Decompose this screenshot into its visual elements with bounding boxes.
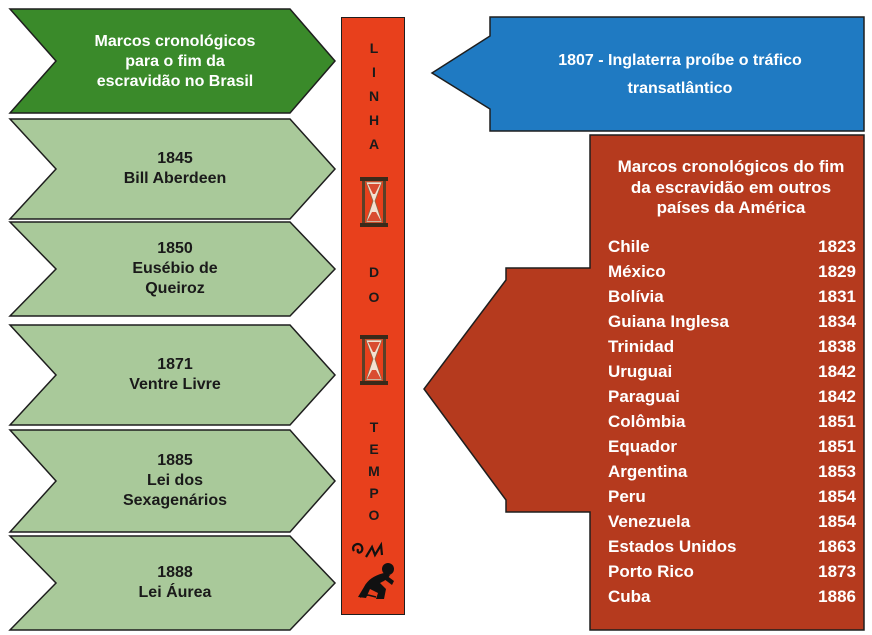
chevron-label: Queiroz [145, 280, 205, 297]
country-name: Cuba [608, 587, 651, 606]
country-row: Venezuela 1854 [608, 512, 856, 537]
chevron-shape-1845 [8, 118, 337, 220]
country-name: Peru [608, 487, 646, 506]
country-name: Uruguai [608, 362, 673, 381]
chevron-item-1888: 1888 Lei Áurea [60, 536, 290, 630]
country-name: Equador [608, 437, 677, 456]
country-year: 1863 [818, 537, 856, 556]
country-name: Argentina [608, 462, 688, 481]
country-name: Colômbia [608, 412, 686, 431]
country-year: 1886 [818, 587, 856, 606]
timeline-letter: T [369, 419, 379, 435]
chevron-label: Eusébio de [132, 260, 218, 277]
timeline-letter: I [372, 64, 376, 80]
country-name: Estados Unidos [608, 537, 737, 556]
chevron-item-1850: 1850 Eusébio de Queiroz [60, 222, 290, 316]
blue-arrow-line-2: transatlântico [627, 80, 733, 97]
country-year: 1873 [818, 562, 856, 581]
timeline-letter: H [368, 112, 380, 128]
country-year: 1842 [818, 362, 856, 381]
country-year: 1851 [818, 437, 856, 456]
header-chevron-text: Marcos cronológicos para o fim da escrav… [60, 14, 290, 110]
chevron-year: 1871 [157, 356, 193, 373]
header-line-2: para o fim da [125, 53, 225, 70]
country-name: Guiana Inglesa [608, 312, 729, 331]
chevron-label: Bill Aberdeen [123, 170, 227, 187]
red-arrow-title: Marcos cronológicos do fim da escravidão… [600, 150, 862, 226]
country-year: 1842 [818, 387, 856, 406]
red-arrow-title-line-2: da escravidão em outros [630, 177, 832, 197]
country-name: México [608, 262, 666, 281]
country-row: Trinidad 1838 [608, 337, 856, 362]
timeline-letter: P [369, 485, 379, 501]
country-year: 1853 [818, 462, 856, 481]
timeline-letter: D [368, 264, 380, 280]
timeline-letter: L [369, 40, 379, 56]
timeline-letter: O [368, 507, 380, 523]
blue-arrow-line-1: 1807 - Inglaterra proíbe o tráfico [558, 52, 802, 69]
country-year: 1834 [818, 312, 856, 331]
country-year: 1831 [818, 287, 856, 306]
kneeling-slave-figure-icon [352, 541, 394, 599]
chevron-item-1845: 1845 Bill Aberdeen [60, 119, 290, 219]
chevron-label: Lei dos [146, 472, 203, 489]
country-year: 1823 [818, 237, 856, 256]
header-line-3: escravidão no Brasil [96, 73, 254, 90]
country-year: 1851 [818, 412, 856, 431]
chevron-shape-1871 [8, 324, 337, 426]
timeline-letter: N [368, 88, 380, 104]
timeline-letter: O [368, 289, 380, 305]
country-row: Estados Unidos 1863 [608, 537, 856, 562]
country-row: Bolívia 1831 [608, 287, 856, 312]
chevron-item-1885: 1885 Lei dos Sexagenários [60, 430, 290, 532]
chevron-label: Ventre Livre [129, 376, 221, 393]
country-row: Porto Rico 1873 [608, 562, 856, 587]
header-chevron-shape [8, 8, 336, 114]
red-arrow-title-line-1: Marcos cronológicos do fim [617, 157, 845, 177]
header-line-1: Marcos cronológicos [94, 33, 256, 50]
chevron-shape-1850 [8, 221, 337, 317]
country-row: Guiana Inglesa 1834 [608, 312, 856, 337]
country-name: Trinidad [608, 337, 675, 356]
country-row: Chile 1823 [608, 237, 856, 262]
country-row: Equador 1851 [608, 437, 856, 462]
timeline-letter: M [368, 463, 380, 479]
chevron-shape-1885 [8, 429, 337, 533]
timeline-letter: A [368, 136, 380, 152]
timeline-letter: E [369, 441, 379, 457]
country-row: Paraguai 1842 [608, 387, 856, 412]
country-row: Peru 1854 [608, 487, 856, 512]
country-name: Chile [608, 237, 650, 256]
country-year: 1854 [818, 512, 856, 531]
red-arrow-title-line-3: países da América [656, 198, 806, 218]
country-name: Porto Rico [608, 562, 694, 581]
country-row: Uruguai 1842 [608, 362, 856, 387]
country-row: Argentina 1853 [608, 462, 856, 487]
blue-arrow-shape [430, 16, 865, 132]
chevron-year: 1888 [157, 564, 193, 581]
country-year: 1854 [818, 487, 856, 506]
country-row: Cuba 1886 [608, 587, 856, 612]
country-row: México 1829 [608, 262, 856, 287]
country-name: Bolívia [608, 287, 664, 306]
hourglass-icon [360, 335, 388, 385]
country-year: 1829 [818, 262, 856, 281]
country-row: Colômbia 1851 [608, 412, 856, 437]
chevron-year: 1850 [157, 240, 193, 257]
red-arrow-shape [423, 134, 865, 631]
blue-arrow-text: 1807 - Inglaterra proíbe o tráfico trans… [510, 40, 850, 110]
chevron-year: 1845 [157, 150, 193, 167]
chevron-year: 1885 [157, 452, 193, 469]
country-year: 1838 [818, 337, 856, 356]
timeline-bar: L I N H A D O T E M P O [341, 17, 405, 615]
chevron-item-1871: 1871 Ventre Livre [60, 325, 290, 425]
hourglass-icon [360, 177, 388, 227]
chevron-label: Sexagenários [122, 492, 228, 509]
country-name: Paraguai [608, 387, 680, 406]
chevron-label: Lei Áurea [138, 584, 212, 601]
chevron-shape-1888 [8, 535, 337, 631]
country-name: Venezuela [608, 512, 691, 531]
